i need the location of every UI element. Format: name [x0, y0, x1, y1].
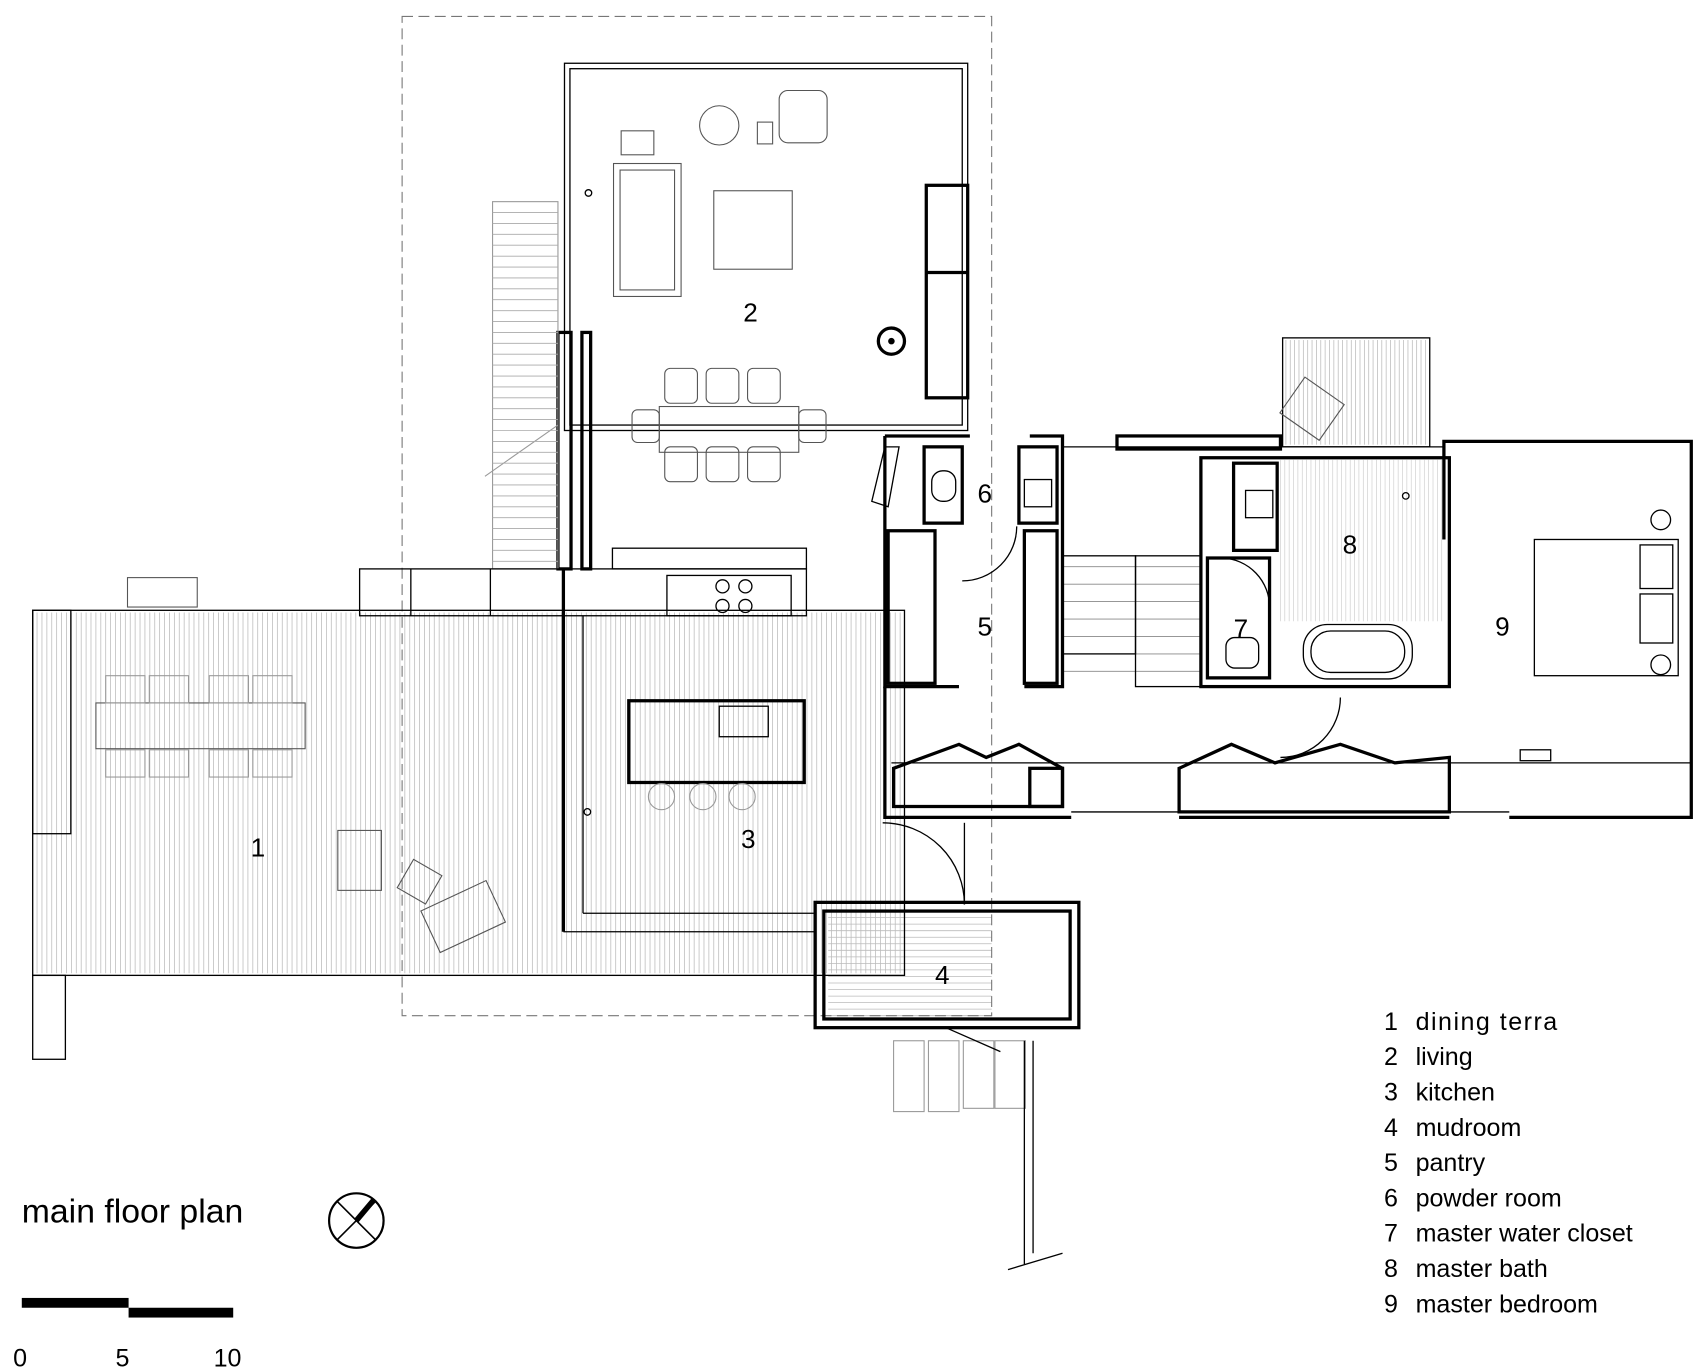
legend-number: 2 — [1384, 1043, 1398, 1071]
legend-room-name: master bath — [1416, 1255, 1548, 1283]
legend-room-name: kitchen — [1416, 1078, 1495, 1106]
room-number-2: 2 — [743, 298, 758, 328]
mudroom — [813, 900, 1081, 1271]
scale-label-5: 5 — [116, 1345, 130, 1371]
legend-number: 9 — [1384, 1290, 1398, 1318]
scale-bar: 0 5 10 — [13, 1297, 242, 1371]
legend-number: 1 — [1384, 1008, 1398, 1036]
legend-item: 8 master bath — [1384, 1255, 1548, 1283]
room-number-1: 1 — [251, 833, 266, 863]
legend-room-name: living — [1416, 1043, 1473, 1071]
living-furniture — [584, 89, 907, 453]
master-bed — [1519, 509, 1679, 762]
scale-label-0: 0 — [13, 1345, 27, 1371]
legend-room-name: master water closet — [1416, 1220, 1633, 1248]
terrace-chairs — [105, 675, 293, 778]
room-number-7: 7 — [1234, 614, 1249, 644]
room-number-4: 4 — [935, 960, 950, 990]
dining-chairs — [631, 367, 827, 483]
legend-item: 9 master bedroom — [1384, 1290, 1598, 1318]
legend-number: 7 — [1384, 1220, 1398, 1248]
roof-outline — [401, 15, 993, 1017]
legend-item: 6 powder room — [1384, 1184, 1562, 1212]
room-number-3: 3 — [741, 824, 756, 854]
room-number-8: 8 — [1343, 530, 1358, 560]
living-room-walls — [556, 62, 970, 571]
legend-item: 4 mudroom — [1384, 1114, 1521, 1142]
legend-item: 7 master water closet — [1384, 1220, 1633, 1248]
legend-number: 8 — [1384, 1255, 1398, 1283]
room-number-5: 5 — [978, 611, 993, 641]
legend-number: 4 — [1384, 1114, 1398, 1142]
legend-number: 3 — [1384, 1078, 1398, 1106]
scale-label-10: 10 — [214, 1345, 242, 1371]
room-number-9: 9 — [1495, 611, 1510, 641]
exterior-stair — [484, 201, 1201, 672]
legend-item: 5 pantry — [1384, 1149, 1486, 1177]
north-arrow-icon — [328, 1192, 385, 1249]
pantry-powder-walls — [871, 434, 1065, 689]
legend-room-name: mudroom — [1416, 1114, 1522, 1142]
room-numbers: 1 2 3 4 5 6 7 8 9 — [251, 298, 1510, 991]
room-number-6: 6 — [978, 478, 993, 508]
legend-number: 5 — [1384, 1149, 1398, 1177]
legend-number: 6 — [1384, 1184, 1398, 1212]
legend-room-name: powder room — [1416, 1184, 1562, 1212]
legend-room-name: master bedroom — [1416, 1290, 1598, 1318]
legend-item: 1 dining terra — [1384, 1008, 1557, 1036]
room-legend: 1 dining terra 2 living 3 kitchen 4 mudroom 5 pan… — [1384, 1008, 1633, 1318]
legend-item: 3 kitchen — [1384, 1078, 1495, 1106]
plan-title: main floor plan — [22, 1193, 243, 1231]
legend-room-name: dining terra — [1416, 1008, 1558, 1036]
dining-terrace — [32, 577, 906, 1060]
legend-room-name: pantry — [1416, 1149, 1486, 1177]
legend-item: 2 living — [1384, 1043, 1473, 1071]
bedroom-wing-walls — [883, 434, 1693, 819]
master-bath — [1199, 337, 1451, 759]
kitchen — [358, 547, 966, 933]
